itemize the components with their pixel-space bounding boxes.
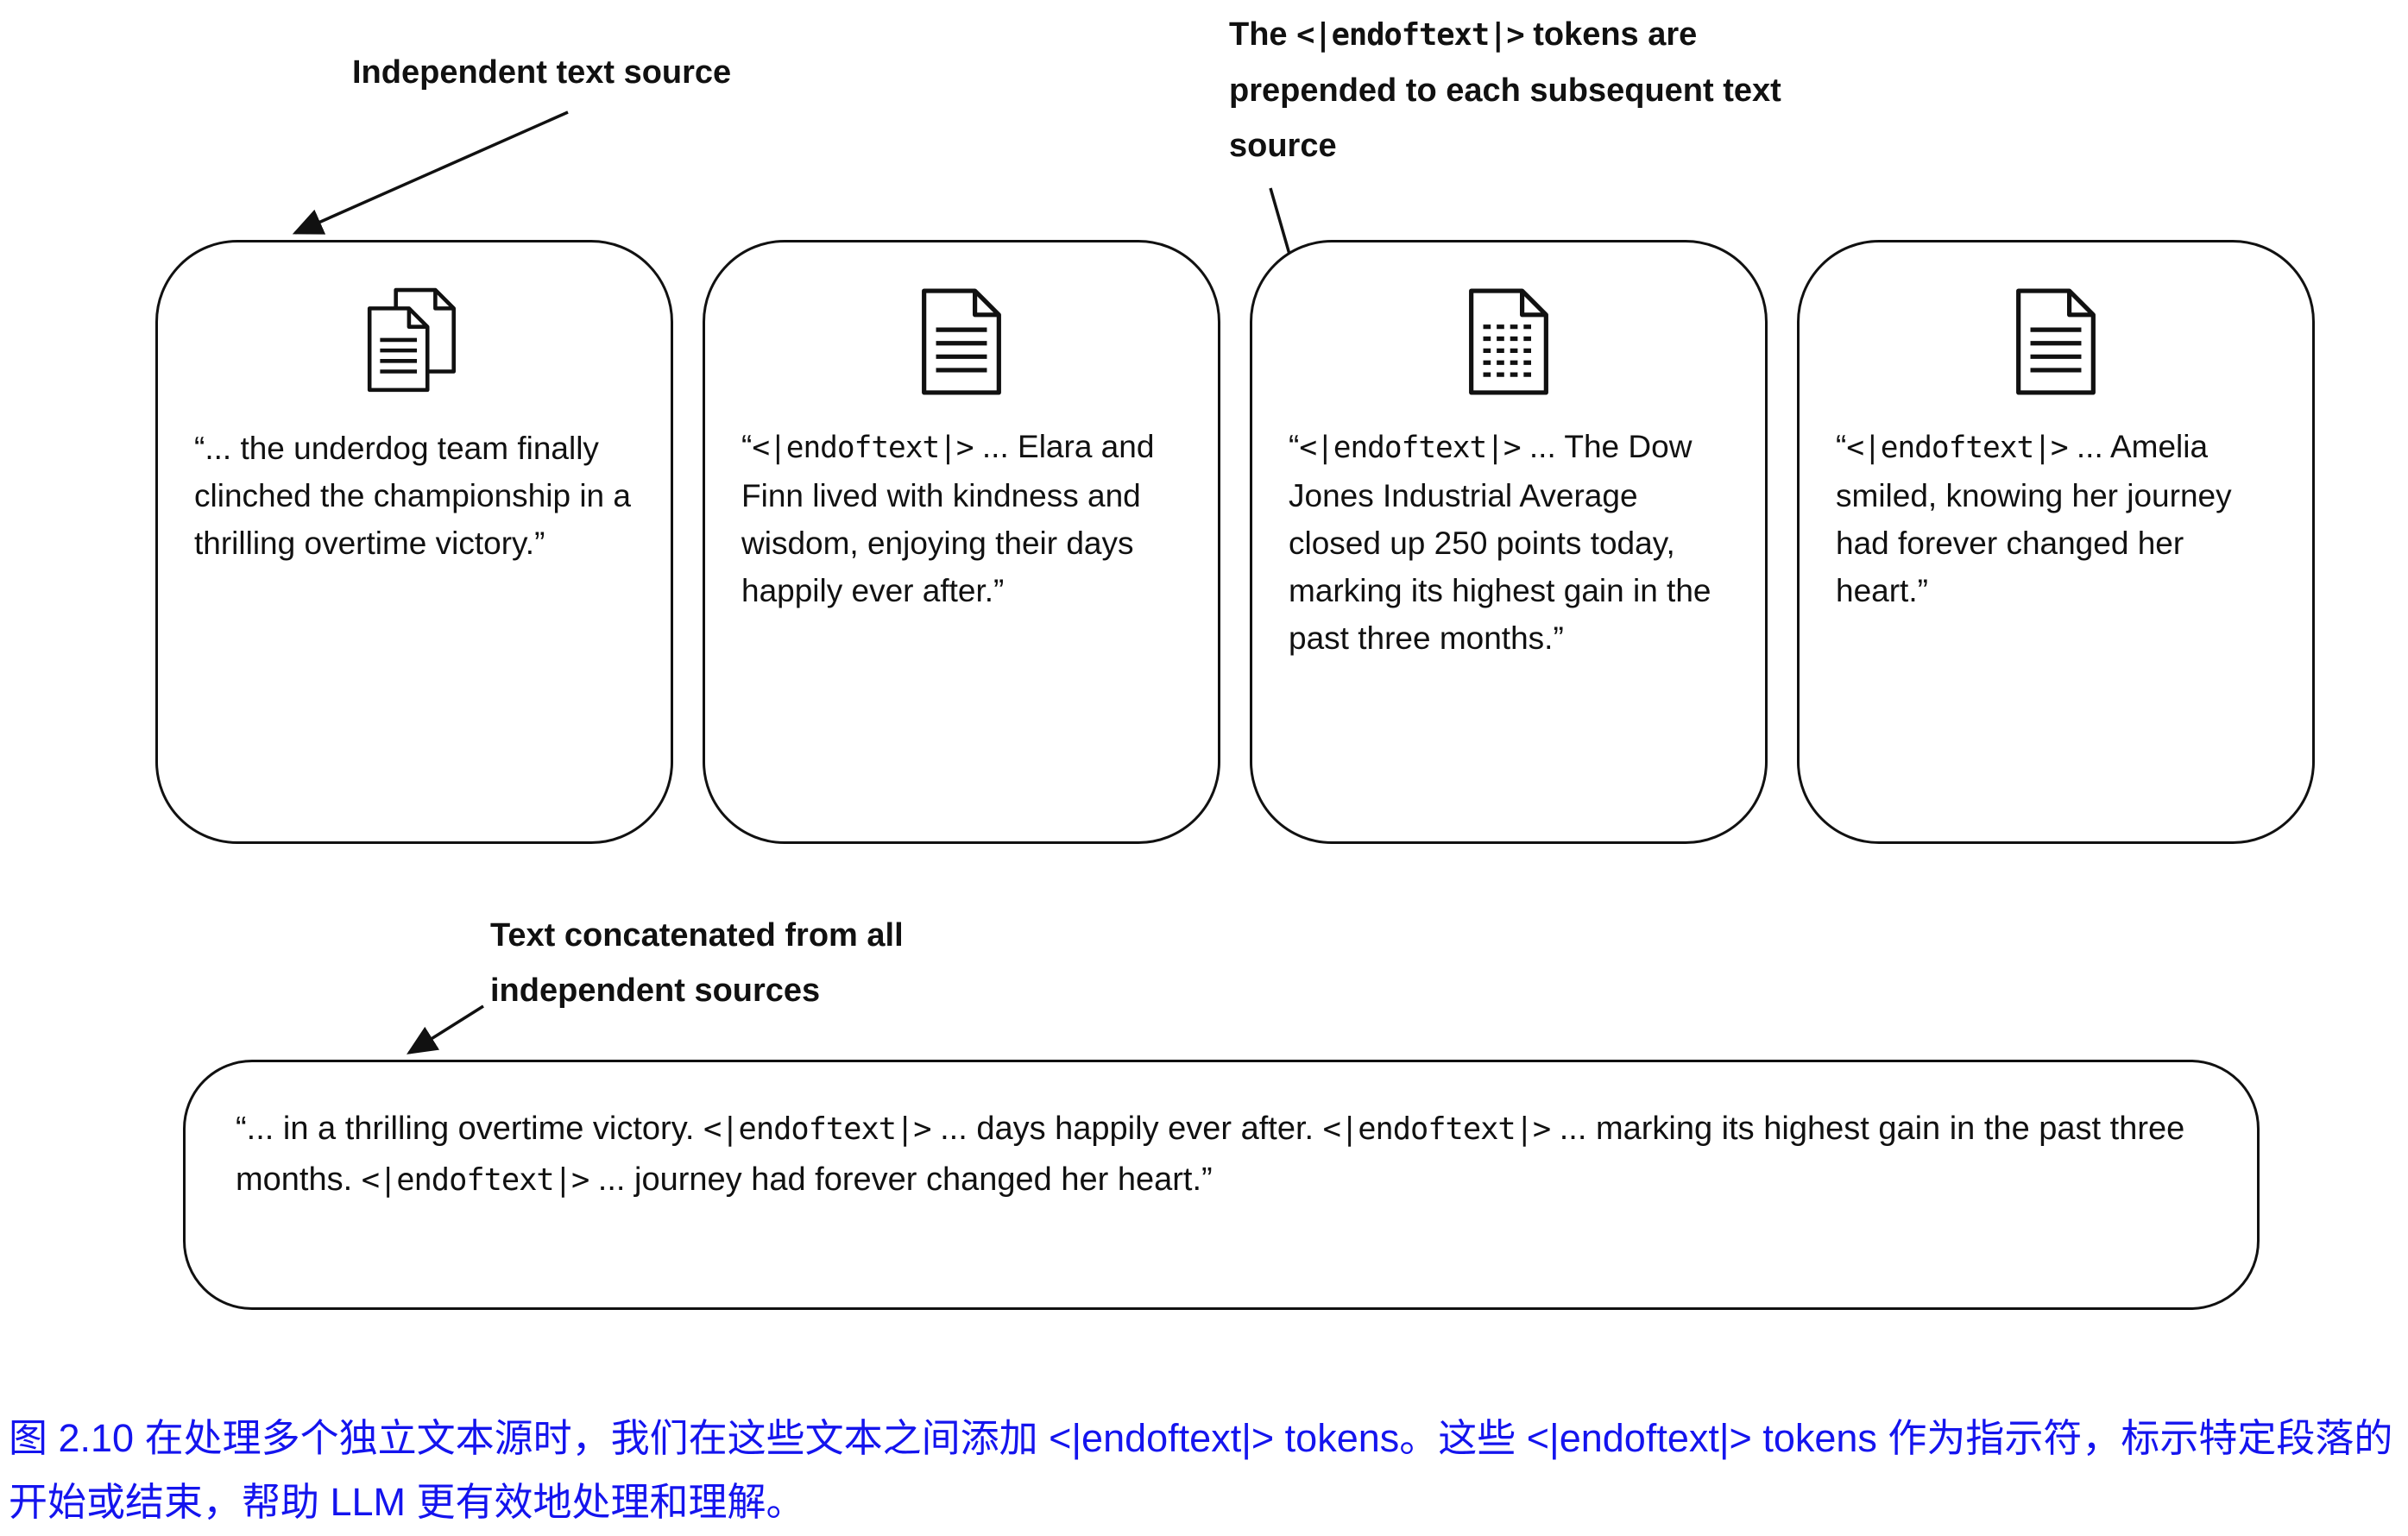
annotation-independent-text-source: Independent text source xyxy=(352,54,732,91)
concatenated-text: “... in a thrilling overtime victory. <|… xyxy=(236,1111,2185,1198)
source-text-1: “... the underdog team finally clinched … xyxy=(194,431,631,561)
document-icon xyxy=(741,287,1182,400)
document-icon xyxy=(1836,287,2276,400)
text-source-box-4: “<|endoftext|> ... Amelia smiled, knowin… xyxy=(1797,240,2315,844)
text-source-box-2: “<|endoftext|> ... Elara and Finn lived … xyxy=(703,240,1220,844)
document-dashed-icon xyxy=(1289,287,1729,400)
annotation-endoftext-prepended: The <|endoftext|> tokens are prepended t… xyxy=(1229,16,1781,164)
endoftext-token: <|endoftext|> xyxy=(1296,17,1525,53)
source-box-row: “... the underdog team finally clinched … xyxy=(155,240,2315,844)
endoftext-token: <|endoftext|> xyxy=(1322,1111,1552,1147)
arrow-concatenated xyxy=(407,1004,484,1054)
text-source-box-1: “... the underdog team finally clinched … xyxy=(155,240,673,844)
endoftext-token: <|endoftext|> xyxy=(361,1162,590,1198)
endoftext-token: <|endoftext|> xyxy=(1299,431,1521,465)
endoftext-token: <|endoftext|> xyxy=(703,1111,932,1147)
concatenated-text-box: “... in a thrilling overtime victory. <|… xyxy=(183,1060,2260,1310)
source-text-4: “<|endoftext|> ... Amelia smiled, knowin… xyxy=(1836,429,2232,608)
arrow-independent-source xyxy=(292,110,569,235)
endoftext-token: <|endoftext|> xyxy=(1846,431,2068,465)
document-stack-icon xyxy=(194,287,634,402)
source-text-3: “<|endoftext|> ... The Dow Jones Industr… xyxy=(1289,429,1711,656)
annotation-text-concatenated: Text concatenated from all independent s… xyxy=(490,917,904,1009)
text-source-box-3: “<|endoftext|> ... The Dow Jones Industr… xyxy=(1250,240,1768,844)
figure-caption: 图 2.10 在处理多个独立文本源时，我们在这些文本之间添加 <|endofte… xyxy=(9,1416,2393,1524)
source-text-2: “<|endoftext|> ... Elara and Finn lived … xyxy=(741,429,1155,608)
endoftext-token: <|endoftext|> xyxy=(752,431,974,465)
